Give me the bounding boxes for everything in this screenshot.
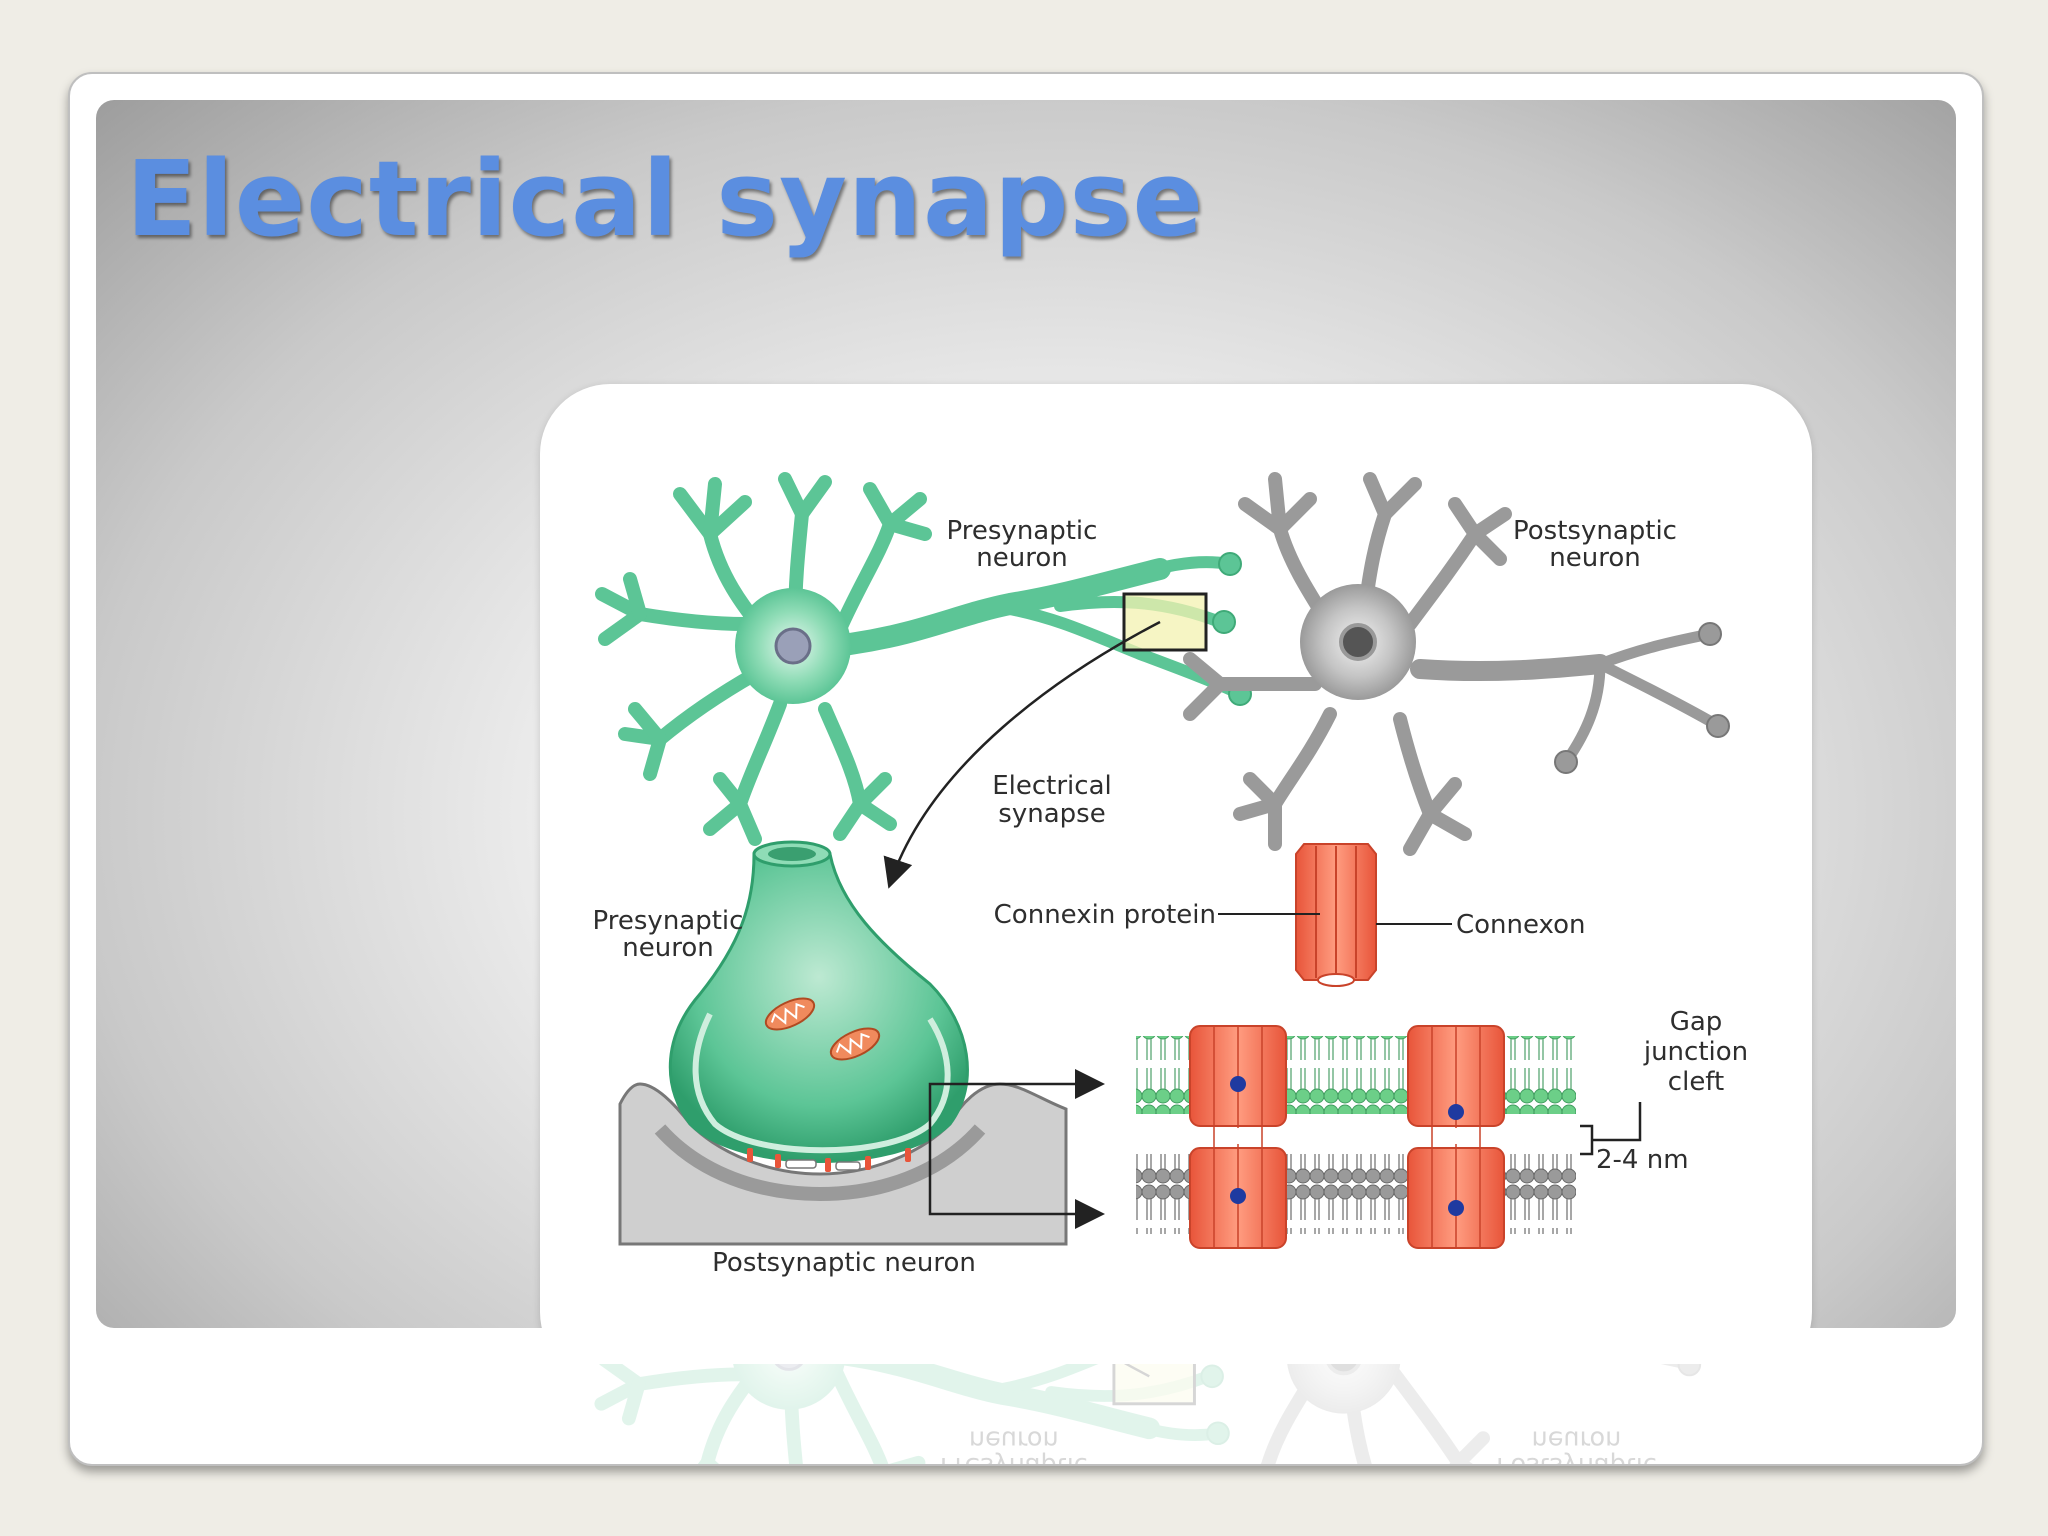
reflection-presynaptic-neuron-illustration — [594, 1364, 1234, 1464]
synapse-diagram: Presynaptic neuron Postsynaptic neuron E… — [593, 472, 1748, 1278]
label-presynaptic-neuron-top-line2: neuron — [976, 543, 1067, 573]
postsynaptic-neuron-illustration — [1183, 472, 1730, 856]
presynaptic-neuron-illustration — [595, 472, 1252, 846]
slide-card: Electrical synapse — [68, 72, 1984, 1466]
connexon-illustration — [1218, 843, 1452, 987]
reflection-postsynaptic-neuron-illustration — [1225, 1364, 1702, 1464]
label-connexin-protein: Connexin protein — [994, 900, 1216, 930]
synapse-highlight-box — [1122, 592, 1208, 652]
label-postsynaptic-neuron-top-line2: neuron — [1549, 543, 1640, 573]
label-gap-line2: junction — [1643, 1037, 1748, 1067]
figure-reflection-copy: Presynaptic neuron Postsynaptic neuron E… — [594, 1364, 1702, 1466]
figure-reflection: Presynaptic neuron Postsynaptic neuron E… — [540, 1364, 1790, 1466]
reflection-label-presynaptic-neuron-top-line1: Presynaptic — [940, 1451, 1088, 1466]
reflection-label-postsynaptic-neuron-top-line1: Postsynaptic — [1496, 1451, 1657, 1466]
reflection-label-postsynaptic-neuron-top-line2: neuron — [1532, 1424, 1622, 1454]
label-gap-width: 2-4 nm — [1596, 1145, 1689, 1175]
label-electrical-synapse-line2: synapse — [998, 799, 1105, 829]
label-presynaptic-neuron-top-line1: Presynaptic — [947, 516, 1098, 546]
slide-background: Electrical synapse — [96, 100, 1956, 1328]
slide-title: Electrical synapse — [126, 138, 1205, 260]
label-postsynaptic-neuron-bottom: Postsynaptic neuron — [712, 1248, 976, 1278]
synaptic-bouton-illustration — [618, 840, 1068, 1246]
synapse-figure: Presynaptic neuron Postsynaptic neuron E… — [540, 384, 1812, 1328]
detail-pointer-arrows — [928, 1069, 1105, 1229]
membrane-detail-illustration — [1136, 1025, 1642, 1249]
label-postsynaptic-neuron-top-line1: Postsynaptic — [1513, 516, 1677, 546]
label-gap-line3: cleft — [1668, 1067, 1724, 1097]
label-presynaptic-neuron-side-line1: Presynaptic — [593, 906, 744, 936]
label-connexon: Connexon — [1456, 910, 1586, 940]
label-gap-line1: Gap — [1670, 1007, 1723, 1037]
zoom-arrow — [883, 620, 1161, 889]
label-presynaptic-neuron-side-line2: neuron — [622, 933, 713, 963]
label-electrical-synapse-line1: Electrical — [992, 771, 1112, 801]
reflection-label-presynaptic-neuron-top-line2: neuron — [969, 1424, 1059, 1454]
reflection-synapse-highlight-box — [1112, 1364, 1196, 1406]
